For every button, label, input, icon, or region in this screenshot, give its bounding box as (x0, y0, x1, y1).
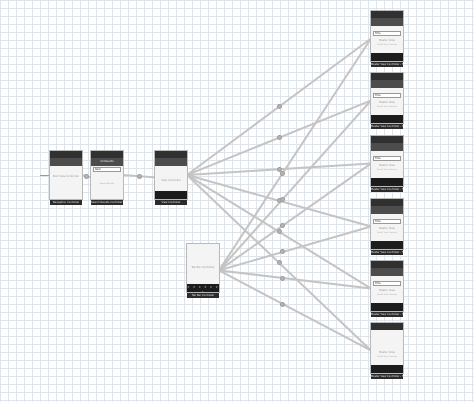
segue-tab-bar-controller-to-child-6[interactable] (218, 269, 372, 352)
scene-subtext: Detail View Content (377, 356, 397, 358)
navigation-title: All Results (100, 160, 114, 163)
navigation-bar (371, 268, 403, 276)
scene-subtext: Detail View Content (377, 294, 397, 296)
initial-entry-arrow (40, 175, 50, 176)
navigation-bar (371, 143, 403, 151)
status-bar (371, 73, 403, 80)
search-field-text: Title (375, 32, 381, 35)
scene-caption[interactable]: Master View Controller - Title (371, 374, 403, 379)
scene-caption[interactable]: Tab Bar Controller (187, 293, 219, 298)
scene-caption[interactable]: Master View Controller - Title (371, 187, 403, 192)
segue-marker-icon[interactable] (276, 104, 282, 110)
segue-marker-icon[interactable] (136, 173, 142, 179)
scene-tab-root[interactable]: View Controller (155, 151, 187, 199)
segue-marker-icon[interactable] (280, 301, 286, 307)
search-field[interactable]: Title (373, 281, 401, 286)
scene-caption[interactable]: Master View Controller - Title (371, 124, 403, 129)
segue-marker-icon[interactable] (280, 196, 286, 202)
search-field[interactable]: Title (373, 93, 401, 98)
segue-marker-icon[interactable] (84, 173, 89, 179)
status-bar (371, 11, 403, 18)
status-bar (371, 199, 403, 206)
segue-marker-icon[interactable] (280, 170, 286, 176)
search-field-text: Title (375, 157, 381, 160)
tab-bar[interactable] (371, 53, 403, 61)
scene-subtext: Detail View Content (377, 106, 397, 108)
tab-bar[interactable]: ★ ★ ★ ★ ★ ★ ★ (187, 284, 219, 294)
scene-subtext: Detail View Content (377, 169, 397, 171)
status-bar (371, 261, 403, 268)
segue-marker-icon[interactable] (280, 275, 286, 281)
navigation-bar: All Results (91, 158, 123, 166)
scene-subtext: Search Results (99, 183, 115, 185)
segue-marker-icon[interactable] (276, 229, 282, 235)
status-bar (371, 136, 403, 143)
scene-placeholder-label: Master View (379, 289, 395, 292)
navigation-bar (155, 158, 187, 166)
segue-marker-icon[interactable] (276, 166, 282, 172)
search-field[interactable]: Title (373, 156, 401, 161)
status-bar (155, 151, 187, 158)
scene-subtext: Detail View Content (377, 232, 397, 234)
search-field[interactable]: Rest (93, 167, 121, 172)
scene-caption[interactable]: Master View Controller - Title (371, 312, 403, 317)
scene-placeholder-label: Master View (379, 227, 395, 230)
scene-placeholder-label: Master View (379, 351, 395, 354)
search-field[interactable]: Title (373, 219, 401, 224)
segue-tab-bar-controller-to-child-3[interactable] (218, 162, 372, 272)
scene-placeholder-label: View Controller (161, 179, 181, 182)
navigation-bar (371, 206, 403, 214)
search-field-text: Title (375, 220, 381, 223)
segue-marker-icon[interactable] (276, 135, 282, 141)
scene-caption[interactable]: Master View Controller - Title (371, 62, 403, 67)
tab-bar[interactable] (371, 178, 403, 186)
scene-placeholder-label: Master View (379, 39, 395, 42)
status-bar (371, 323, 403, 330)
search-field-text: Title (375, 94, 381, 97)
search-field-text: Rest (95, 168, 101, 171)
scene-subtext: Detail View Content (377, 44, 397, 46)
navigation-bar (371, 80, 403, 88)
search-field[interactable]: Title (373, 31, 401, 36)
scene-caption[interactable]: Search Results Controller - All Results (91, 200, 123, 205)
scene-caption[interactable]: Master View Controller - Title (371, 250, 403, 255)
segue-marker-icon[interactable] (280, 249, 286, 255)
tab-bar[interactable] (371, 365, 403, 373)
scene-placeholder-label: Master View (379, 164, 395, 167)
navigation-bar (371, 18, 403, 26)
segue-tab-bar-controller-to-child-4[interactable] (218, 225, 372, 272)
scene-tab-bar-controller[interactable]: Tab Bar Controller ★ ★ ★ ★ ★ ★ ★ (187, 244, 219, 294)
segue-marker-icon[interactable] (276, 260, 282, 266)
tab-bar[interactable] (155, 191, 187, 199)
scene-navigation-controller[interactable]: Root View Controller (50, 151, 82, 199)
tab-bar[interactable] (371, 115, 403, 123)
scene-placeholder-label: Root View Controller (52, 175, 80, 178)
tab-bar[interactable] (371, 241, 403, 249)
segue-tab-bar-controller-to-child-5[interactable] (218, 269, 372, 290)
navigation-bar (50, 158, 82, 166)
tab-bar-item-icon: ★ ★ ★ ★ ★ ★ ★ (187, 285, 219, 294)
scene-caption[interactable]: View Controller (155, 200, 187, 205)
segue-marker-icon[interactable] (280, 223, 286, 228)
tab-bar[interactable] (371, 303, 403, 311)
scene-caption[interactable]: Navigation Controller (50, 200, 82, 205)
scene-placeholder-label: Master View (379, 101, 395, 104)
segue-tab-bar-controller-to-child-1[interactable] (218, 37, 372, 271)
search-field-text: Title (375, 282, 381, 285)
status-bar (91, 151, 123, 158)
scene-placeholder-label: Tab Bar Controller (191, 266, 215, 269)
status-bar (50, 151, 82, 158)
segue-tab-bar-controller-to-child-2[interactable] (218, 99, 372, 272)
